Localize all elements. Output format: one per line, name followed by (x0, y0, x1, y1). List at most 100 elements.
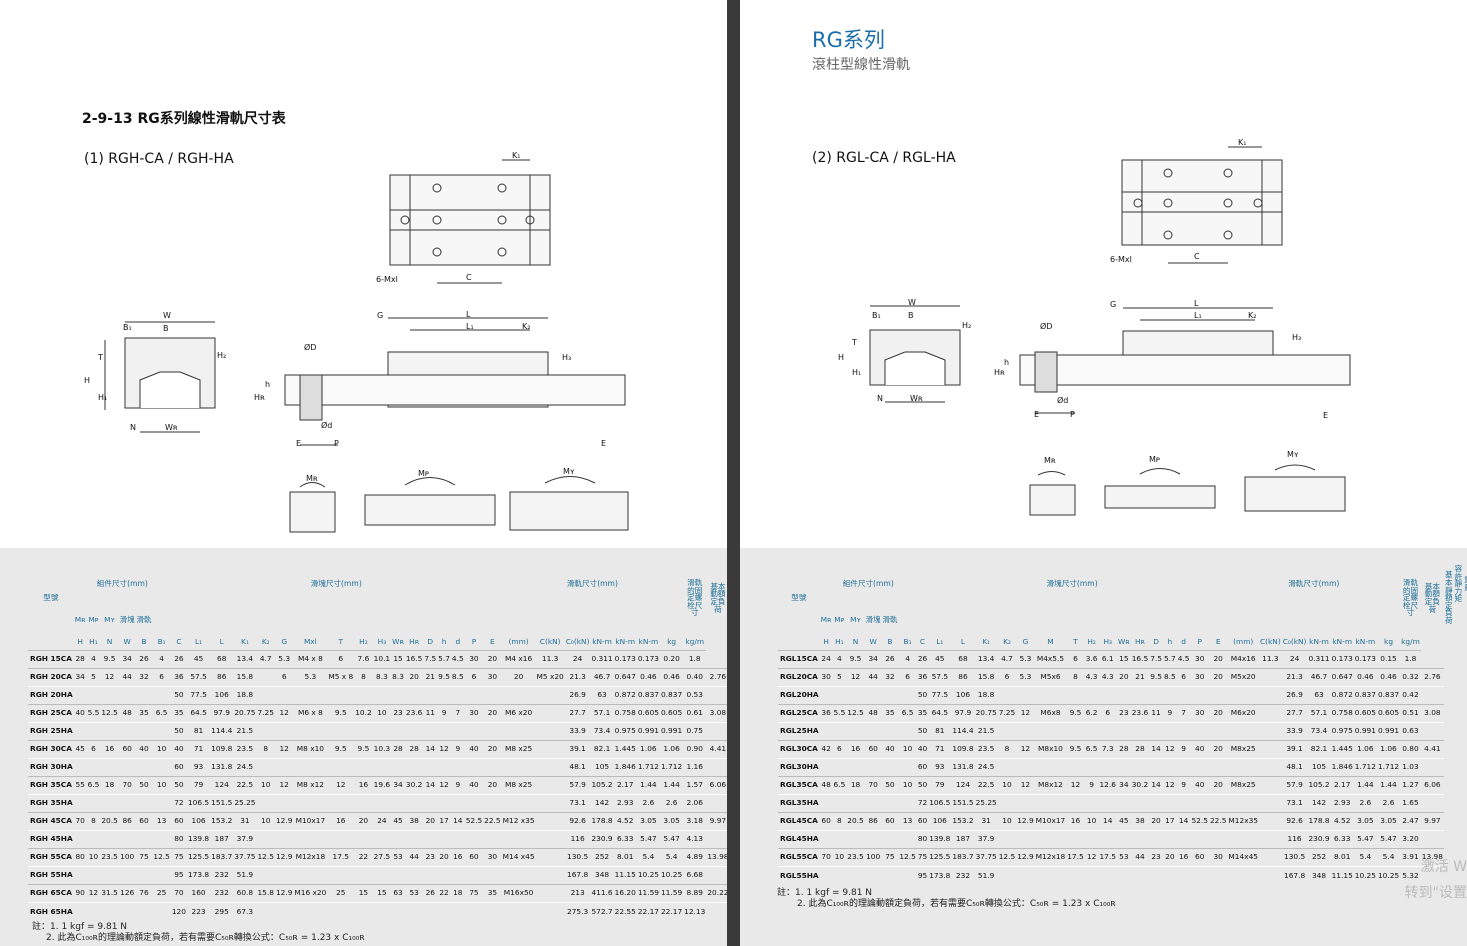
table-cell: 30 (464, 703, 484, 722)
table-cell: M6 x 8 (293, 703, 328, 722)
table-cell (135, 757, 153, 776)
table-cell: 0.75 (683, 721, 707, 740)
table-cell (1258, 703, 1282, 722)
table-cell: 53 (404, 883, 424, 902)
column-header: C(kN) (1259, 637, 1281, 647)
table-cell: 106 (928, 811, 952, 830)
table-cell (1227, 829, 1259, 848)
table-cell: 0.605 (659, 703, 684, 722)
table-cell: 9 (450, 775, 465, 794)
table-cell: 411.6 (590, 883, 614, 902)
table-cell: 20 (1162, 847, 1177, 866)
table-cell (1190, 829, 1209, 848)
table-cell: 13 (898, 811, 917, 830)
label-b1: B₁ (123, 323, 132, 332)
table-cell (997, 793, 1017, 812)
table-cell: M8 x10 (293, 739, 328, 758)
table-cell (1034, 721, 1067, 740)
table-cell: 7.25 (256, 703, 275, 722)
table-cell: 3.08 (706, 703, 727, 722)
table-cell: 116 (564, 829, 591, 848)
table-cell (1258, 865, 1282, 884)
table-cell (1084, 865, 1099, 884)
table-cell: 0.872 (1330, 685, 1354, 704)
table-cell: 11.15 (1330, 865, 1354, 884)
column-header: C(kN) (539, 637, 561, 647)
table-cell: 34 (1116, 775, 1131, 794)
table-cell: 17.5 (1098, 847, 1117, 866)
table-cell: 68 (210, 649, 234, 668)
table-cell: 151.5 (951, 793, 975, 812)
table-cell (1116, 721, 1131, 740)
table-cell (881, 829, 899, 848)
table-cell: M12x35 (1227, 811, 1259, 830)
table-cell: 73.4 (1307, 721, 1331, 740)
table-cell: 3.6 (1084, 649, 1099, 668)
table-cell (706, 685, 727, 704)
table-cell: 109.8 (210, 739, 234, 758)
table-cell (832, 757, 847, 776)
table-cell: 50 (170, 721, 187, 740)
table-cell: 12.5 (997, 847, 1017, 866)
table-cell: 10 (256, 811, 275, 830)
column-header: B₁ (903, 637, 912, 647)
table-cell (706, 793, 727, 812)
table-cell (391, 757, 405, 776)
table-cell: 22.5 (483, 811, 502, 830)
table-cell: 40 (135, 739, 153, 758)
table-cell: 79 (928, 775, 952, 794)
table-cell (354, 721, 373, 740)
table-cell (73, 757, 87, 776)
table-cell (898, 793, 917, 812)
table-cell (535, 865, 565, 884)
table-cell: 24.5 (974, 757, 998, 776)
table-cell: 50 (135, 775, 153, 794)
table-cell (86, 757, 101, 776)
table-cell: 11 (1149, 703, 1163, 722)
table-cell (1190, 685, 1209, 704)
column-header: H (77, 637, 83, 647)
table-cell (327, 829, 355, 848)
table-cell (293, 721, 328, 740)
table-cell: 12 (846, 667, 865, 686)
table-cell: 0.872 (613, 685, 637, 704)
table-cell (1420, 829, 1444, 848)
table-cell: 6 (1098, 703, 1117, 722)
table-cell (152, 757, 171, 776)
table-cell: 20.75 (233, 703, 257, 722)
table-cell: 23.6 (1130, 703, 1150, 722)
table-cell: 2.6 (1353, 793, 1377, 812)
table-cell (404, 757, 424, 776)
table-cell: RGL15CA (778, 649, 820, 668)
table-cell (293, 685, 328, 704)
table-cell (819, 721, 833, 740)
table-cell (274, 901, 294, 920)
table-cell: 44 (404, 847, 424, 866)
table-cell: 73.1 (564, 793, 591, 812)
label-p: P (1070, 410, 1075, 419)
table-cell: 2.93 (613, 793, 637, 812)
table-cell: 30 (1208, 847, 1228, 866)
group-header: 容許靜力矩 (1454, 564, 1463, 604)
table-cell: 40 (73, 703, 87, 722)
table-cell: 9.5 (354, 739, 373, 758)
table-cell: 64.5 (186, 703, 211, 722)
table-cell: 60.8 (233, 883, 257, 902)
table-cell: 18.8 (233, 685, 257, 704)
table-cell: 4.41 (706, 739, 727, 758)
table-cell (864, 757, 882, 776)
label-mr: Mʀ (306, 474, 318, 483)
table-cell (73, 721, 87, 740)
table-cell: 57.1 (1307, 703, 1331, 722)
column-header: H₂ (359, 637, 368, 647)
table-cell: 3.05 (1353, 811, 1377, 830)
table-cell: RGH 45HA (28, 829, 74, 848)
table-cell: 12 (1066, 775, 1085, 794)
table-cell: 50 (916, 721, 929, 740)
table-cell (1098, 757, 1117, 776)
table-cell: 9.5 (1149, 667, 1163, 686)
column-header: kN-m (1355, 637, 1376, 647)
table-cell: 9.97 (706, 811, 727, 830)
